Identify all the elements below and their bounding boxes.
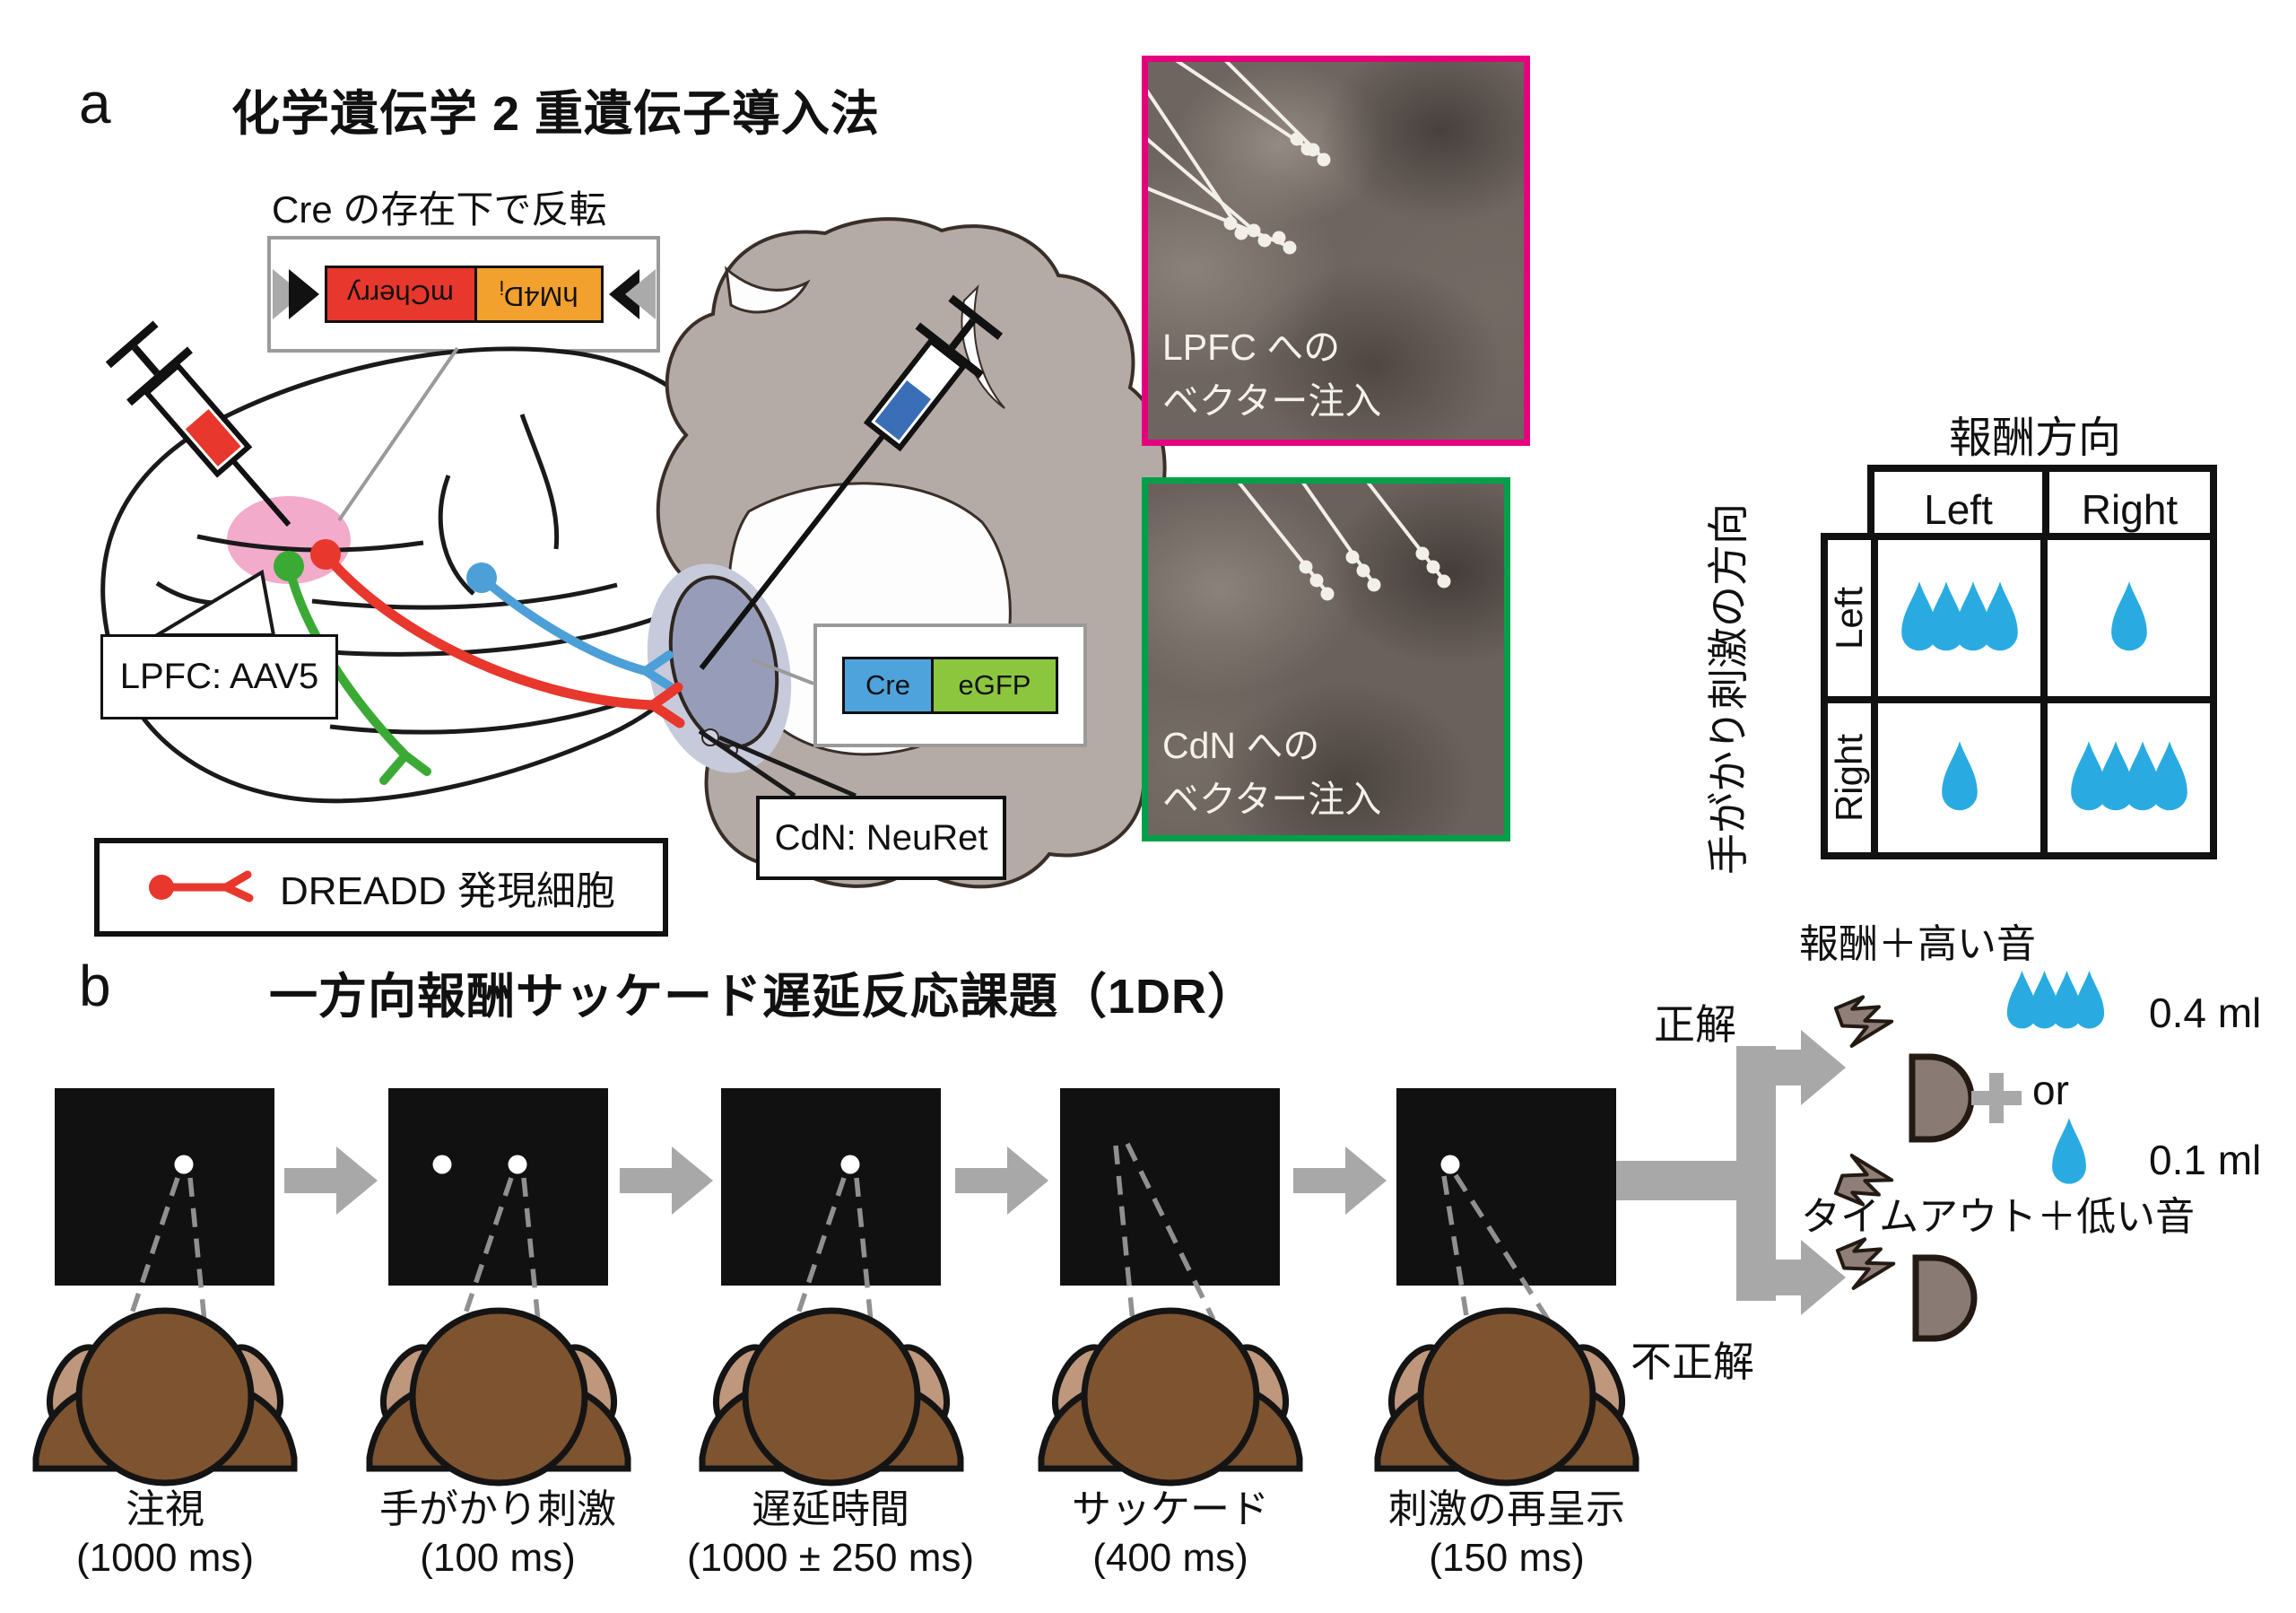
cue-direction-axis-label: 手がかり刺激の方向 — [1705, 503, 1752, 875]
incorrect-label: 不正解 — [1631, 1338, 1754, 1385]
injection-needle-tracks — [1237, 484, 1451, 601]
dreadd-neuron-icon — [148, 870, 254, 902]
cre-construct-pointer-line — [751, 658, 814, 685]
water-droplet-icon — [1941, 741, 1978, 811]
water-droplet-icon — [2029, 970, 2060, 1029]
mri-background — [1148, 62, 1524, 440]
water-droplet-icon — [2074, 970, 2105, 1029]
reward-large-droplets — [2006, 969, 2105, 1033]
correct-branch-arrow-icon — [1776, 1030, 1846, 1105]
cdn-injection-label: CdN: NeuRet — [756, 796, 1006, 880]
water-droplet-icon — [1954, 581, 1991, 651]
step-label-3: 遅延時間(1000 ± 250 ms) — [686, 1487, 975, 1580]
gene-egfp: eGFP — [931, 657, 1058, 714]
water-droplet-icon — [2006, 970, 2038, 1029]
water-droplet-icon — [2151, 741, 2187, 811]
mri-background — [1148, 484, 1504, 835]
fixation-dot — [174, 1155, 194, 1174]
step-arrow-icon — [284, 1147, 378, 1215]
projection-axons — [284, 549, 685, 785]
reward-cell-right-right — [2040, 696, 2210, 852]
flex-construct-box: mCherry hM4Di — [267, 236, 660, 353]
reward-table-title: 報酬方向 — [1948, 414, 2121, 462]
dreadd-legend-box: DREADD 発現細胞 — [94, 838, 668, 937]
water-droplet-icon — [2097, 741, 2134, 811]
timeout-outcome-title: タイムアウト＋低い音 — [1801, 1195, 2196, 1239]
water-droplet-icon — [1927, 581, 1964, 651]
task-step-delay — [688, 1088, 975, 1489]
brain-schematic — [100, 217, 1181, 889]
incorrect-branch-arrow-icon — [1776, 1240, 1846, 1315]
cue-row-left: Left — [1828, 586, 1870, 650]
dreadd-legend-text: DREADD 発現細胞 — [279, 869, 616, 913]
reward-small-droplet — [2050, 1114, 2088, 1191]
flex-construct-pointer-line — [337, 346, 459, 522]
cre-construct-box: Cre eGFP — [813, 623, 1087, 747]
correct-label: 正解 — [1654, 1001, 1736, 1048]
brain-sulci — [155, 414, 660, 735]
blue-neuron-soma — [466, 562, 497, 593]
speaker-high-tone-icon — [1825, 989, 1975, 1213]
speaker-low-tone-icon — [1827, 1231, 1978, 1342]
reward-cell-left-right — [2040, 540, 2210, 696]
task-step-saccade — [1027, 1088, 1314, 1489]
cue-dot — [432, 1155, 452, 1174]
panel-b-title: 一方向報酬サッケード遅延反応課題（1DR） — [269, 970, 1257, 1024]
step-arrow-icon — [1293, 1147, 1387, 1215]
or-label: or — [2032, 1067, 2069, 1113]
step-label-4: サッケード(400 ms) — [1072, 1487, 1269, 1580]
reward-cell-right-left — [1871, 696, 2040, 852]
gene-mcherry: mCherry — [324, 266, 477, 323]
green-neuron-soma — [274, 551, 304, 581]
reward-col-left: Left — [1924, 486, 1993, 533]
cdn-label-pointer-lines — [698, 728, 857, 798]
water-droplet-icon — [1900, 581, 1937, 651]
reward-col-right: Right — [2042, 472, 2210, 547]
reward-large-amount: 0.4 ml — [2149, 990, 2262, 1036]
reward-outcome-title: 報酬＋高い音 — [1799, 922, 2036, 966]
water-droplet-icon — [2124, 741, 2161, 811]
mri-cdn-caption: CdN への ベクター注入 — [1162, 725, 1382, 820]
mri-lpfc-injection-image: LPFC への ベクター注入 — [1142, 56, 1530, 446]
gene-cre: Cre — [842, 657, 934, 714]
red-neuron-soma — [310, 539, 341, 570]
reward-table-body: Left Right — [1821, 533, 2217, 859]
panel-a-title: 化学遺伝学 2 重遺伝子導入法 — [231, 87, 881, 141]
task-step-fixation — [22, 1088, 309, 1489]
task-step-stimulus-again — [1363, 1088, 1650, 1489]
water-droplet-icon — [2110, 581, 2147, 651]
branch-stem-bar — [1616, 1161, 1738, 1200]
fixation-dot — [840, 1155, 860, 1174]
mri-cdn-injection-image: CdN への ベクター注入 — [1142, 477, 1510, 841]
water-droplet-icon — [1981, 581, 2018, 651]
reward-small-amount: 0.1 ml — [2149, 1137, 2262, 1183]
fixation-dot — [508, 1155, 527, 1174]
gene-hm4di: hM4Di — [474, 266, 604, 323]
flex-construct-caption: Cre の存在下で反転 — [272, 188, 607, 231]
step-label-2: 手がかり刺激(100 ms) — [379, 1487, 616, 1580]
injection-needle-tracks — [1148, 62, 1331, 255]
plus-icon — [1971, 1073, 2022, 1123]
water-droplet-icon — [2070, 741, 2107, 811]
lox-site-triangle-gray-icon — [624, 269, 656, 319]
step-label-1: 注視(1000 ms) — [75, 1487, 255, 1580]
lox-site-triangle-black-icon — [288, 269, 319, 319]
water-droplet-icon — [2052, 1118, 2086, 1184]
panel-b-label: b — [79, 954, 111, 1018]
step-arrow-icon — [955, 1147, 1048, 1215]
step-label-5: 刺激の再呈示(150 ms) — [1388, 1487, 1625, 1580]
reward-cell-left-left — [1871, 540, 2040, 696]
task-step-cue — [355, 1088, 642, 1489]
cue-dot — [1440, 1155, 1460, 1174]
water-droplet-icon — [2051, 970, 2083, 1029]
lpfc-injection-label: LPFC: AAV5 — [100, 634, 338, 719]
red-syringe-icon — [105, 320, 291, 527]
step-arrow-icon — [620, 1147, 713, 1215]
panel-a-label: a — [79, 71, 111, 135]
cue-row-right: Right — [1828, 696, 1871, 852]
branch-vertical-bar — [1736, 1046, 1776, 1301]
mri-lpfc-caption: LPFC への ベクター注入 — [1162, 327, 1382, 422]
blue-syringe-icon — [699, 294, 1004, 670]
coronal-sulcus-detail — [725, 266, 811, 314]
